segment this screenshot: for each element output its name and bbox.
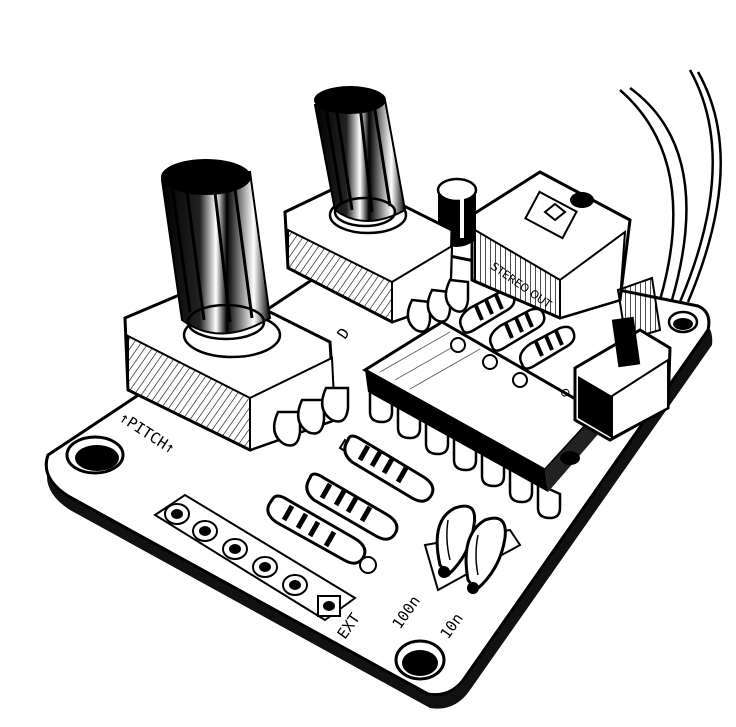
resistors-back — [450, 289, 576, 388]
header-pad-1 — [164, 503, 190, 525]
resistor-3 — [266, 494, 377, 574]
capacitor-100n — [435, 504, 477, 578]
header-pad-2 — [192, 520, 218, 542]
power-switch: O — [557, 69, 722, 442]
pot-front-pins — [272, 386, 350, 447]
resistors-front — [266, 434, 435, 574]
mounting-hole-bottom — [394, 639, 446, 681]
header-pad-5 — [282, 574, 308, 596]
capacitor-10n — [464, 516, 507, 594]
ic-notch — [560, 451, 580, 465]
header-pad-6 — [317, 595, 341, 617]
pot-back-pins — [406, 278, 470, 333]
wire-2 — [678, 69, 714, 303]
resistor-5 — [482, 307, 546, 370]
mounting-hole-right — [667, 310, 699, 334]
header-pad-4 — [252, 556, 278, 578]
ceramic-capacitors — [423, 504, 522, 594]
resistor-1 — [338, 434, 435, 503]
ic-side — [365, 370, 548, 492]
resistor-6 — [512, 325, 576, 388]
knob-front — [160, 159, 272, 341]
knob-back — [313, 86, 407, 228]
mounting-hole-left — [65, 435, 125, 475]
potentiometer-front — [123, 159, 350, 452]
wire-1 — [619, 89, 675, 301]
switch-lever — [611, 316, 641, 368]
jack-barrel — [570, 192, 594, 208]
resistor-2 — [305, 472, 399, 541]
jack-diamond-icon — [543, 202, 567, 222]
jack-socket — [524, 190, 578, 240]
header-pad-3 — [222, 538, 248, 560]
